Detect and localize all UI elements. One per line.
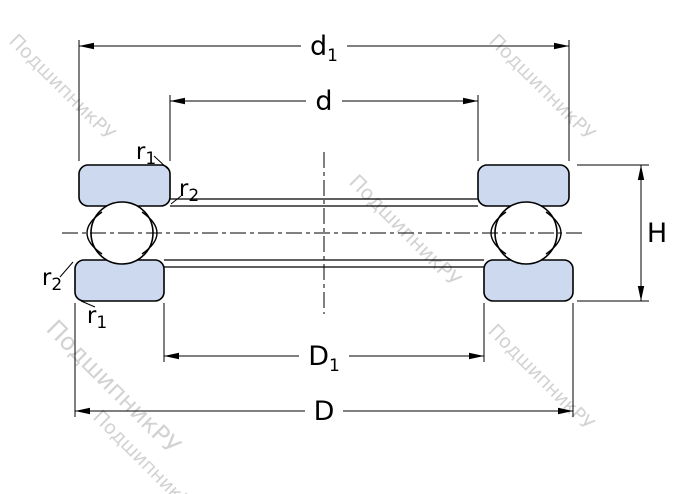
arrowhead-icon xyxy=(170,97,185,105)
label-r2-bottom: r2 xyxy=(42,265,62,295)
watermark-text: ПодшипникРУ xyxy=(483,320,598,435)
arrowhead-icon xyxy=(164,352,179,360)
arrowhead-icon xyxy=(463,97,478,105)
label-r1-bottom: r1 xyxy=(87,303,107,333)
center-lines xyxy=(62,152,586,314)
watermark-text: ПодшипникРУ xyxy=(344,170,466,292)
watermark-text: ПодшипникРУ xyxy=(484,30,599,145)
arrowhead-icon xyxy=(637,165,645,180)
shaft-washer-right-section xyxy=(477,164,570,207)
dimension-H: H xyxy=(577,164,667,302)
housing-washer-left-section xyxy=(74,259,165,302)
dimension-D1: D1 xyxy=(163,303,485,376)
dim-label-d1: d1 xyxy=(310,31,338,66)
cage-arc xyxy=(86,211,103,255)
dimension-d1: d1 xyxy=(78,30,570,161)
label-r1-top: r1 xyxy=(136,139,156,169)
dim-label-D1: D1 xyxy=(308,341,340,376)
label-r2-top: r2 xyxy=(179,176,199,206)
dim-label-d: d xyxy=(315,86,332,117)
label-background xyxy=(301,30,347,62)
label-background xyxy=(299,340,349,372)
dim-label-D: D xyxy=(314,396,335,427)
arrowhead-icon xyxy=(79,42,94,50)
label-background xyxy=(306,85,342,117)
leader-line xyxy=(59,261,74,278)
leader-line xyxy=(153,155,169,170)
dimension-D: D xyxy=(74,303,574,427)
arrowhead-icon xyxy=(554,42,569,50)
shaft-washer-left-section xyxy=(78,164,171,207)
label-background xyxy=(305,395,343,427)
leader-line xyxy=(80,300,96,308)
washers xyxy=(74,164,574,302)
arrowhead-icon xyxy=(469,352,484,360)
radius-labels: r1 r2 r2 r1 xyxy=(42,139,199,333)
arrowhead-icon xyxy=(558,407,573,415)
dim-label-H: H xyxy=(647,218,667,249)
watermark-text: ПодшипникРУ xyxy=(4,30,119,145)
leader-line xyxy=(170,195,182,205)
arrowhead-icon xyxy=(75,407,90,415)
dimension-d: d xyxy=(169,85,479,161)
housing-washer-right-section xyxy=(483,259,574,302)
arrowhead-icon xyxy=(637,286,645,301)
